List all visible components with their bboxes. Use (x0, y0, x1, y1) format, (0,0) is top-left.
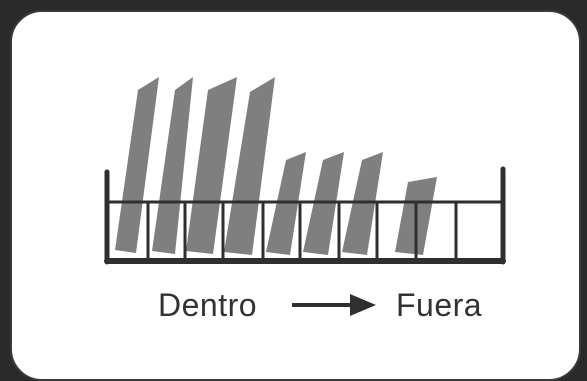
diagram-card: Dentro Fuera (10, 10, 581, 381)
rack-dividers (146, 200, 458, 263)
plate (115, 77, 159, 253)
caption-from-label: Dentro (158, 287, 258, 323)
right-arrow-icon (292, 294, 376, 316)
plates (115, 77, 437, 255)
plate (152, 77, 193, 254)
caption-to-label: Fuera (396, 287, 483, 323)
plate (186, 77, 237, 254)
direction-caption: Dentro Fuera (12, 280, 579, 330)
dish-rack (104, 166, 506, 265)
plate (224, 77, 275, 255)
dish-rack-diagram (104, 77, 506, 265)
